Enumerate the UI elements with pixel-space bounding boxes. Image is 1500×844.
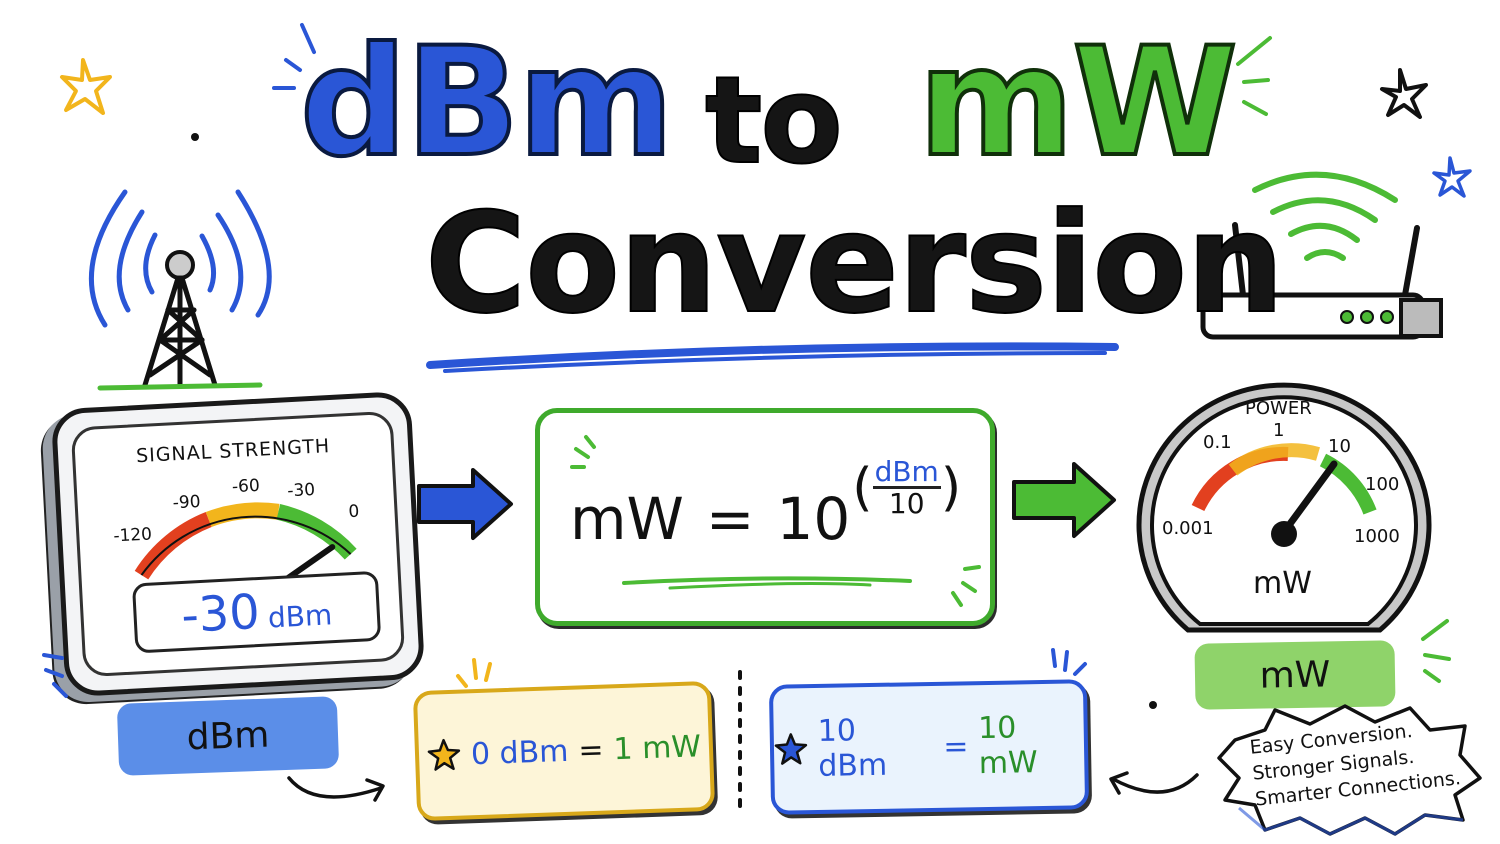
gauge-tick-100: 100 [1365,474,1400,495]
green-spark-lines-formula-2 [951,565,981,607]
green-spark-lines [1236,36,1272,116]
example-10dbm: 10 dBm = 10 mW [768,679,1090,815]
yellow-star-icon [60,58,112,115]
close-paren: ) [940,457,962,518]
open-paren: ( [852,457,873,518]
title-mw: mW [916,16,1240,190]
tick-zero: 0 [347,501,360,523]
formula-underline [622,576,912,590]
example-dbm-value: 0 dBm [470,733,570,772]
gauge-tick-1000: 1000 [1354,526,1400,547]
gauge-title: POWER [1245,398,1312,419]
dotted-divider [738,670,742,816]
title-to: to [704,52,844,191]
meter-title: SIGNAL STRENGTH [135,435,331,468]
gauge-tick-0-1: 0.1 [1203,432,1232,453]
title-conversion: Conversion [424,183,1285,344]
gauge-unit: mW [1253,566,1312,601]
title-underline [426,342,1119,373]
blue-spark-lines [272,23,316,90]
example-equals: = [943,728,969,765]
green-spark-lines-formula [570,435,596,469]
blue-spark-lines-meter [42,653,68,698]
example-equals: = [577,732,605,768]
gauge-tick-1: 1 [1273,420,1285,441]
green-spark-lines-gauge [1421,619,1451,683]
gauge-tick-0-001: 0.001 [1162,518,1214,539]
formula-box: mW = 10 ( dBm 10 ) [535,408,995,626]
formula: mW = 10 ( dBm 10 ) [570,457,961,553]
blue-spark-lines-2 [1051,648,1087,676]
fraction-denominator: 10 [888,487,925,521]
dbm-label-text: dBm [185,714,271,758]
title-dbm: dBm [298,16,676,190]
curved-arrow-left-icon [1109,771,1199,795]
tick-minus-90: -90 [172,491,202,514]
example-mw-value: 10 mW [977,710,1038,782]
star-icon [427,738,461,771]
formula-equals: = [705,485,755,553]
dot-decoration [191,133,199,141]
cell-tower-icon [88,189,272,391]
yellow-spark-lines [456,658,492,688]
blue-star-icon [1432,156,1472,198]
curved-arrow-right-icon [287,776,385,802]
speech-burst [1217,704,1482,836]
mw-label-text: mW [1259,653,1331,697]
meter-readout: -30 dBm [131,570,382,654]
green-arrow-icon [1012,462,1116,538]
example-mw-value: 1 mW [612,728,702,767]
dbm-highlight-label: dBm [116,696,340,776]
formula-exponent: ( dBm 10 ) [852,457,961,519]
blue-arrow-icon [417,468,513,540]
formula-lhs: mW [570,485,684,553]
power-gauge [1136,382,1432,633]
example-dbm-value: 10 dBm [817,713,888,784]
example-0dbm: 0 dBm = 1 mW [412,680,716,822]
tick-minus-30: -30 [286,479,316,502]
fraction-numerator: dBm [872,455,941,490]
signal-strength-meter: SIGNAL STRENGTH -120 -90 -60 -30 0 -30 d… [50,390,426,698]
gauge-tick-10: 10 [1328,436,1351,457]
exponent-fraction: dBm 10 [872,455,941,521]
star-icon [774,733,808,765]
formula-base: 10 [776,485,851,553]
tick-minus-120: -120 [112,524,153,547]
reading-value: -30 [179,583,262,645]
black-star-icon [1380,68,1428,119]
dot-decoration [1149,701,1157,709]
tick-minus-60: -60 [231,475,261,498]
reading-unit: dBm [267,598,334,635]
wifi-router-icon [1200,171,1443,340]
